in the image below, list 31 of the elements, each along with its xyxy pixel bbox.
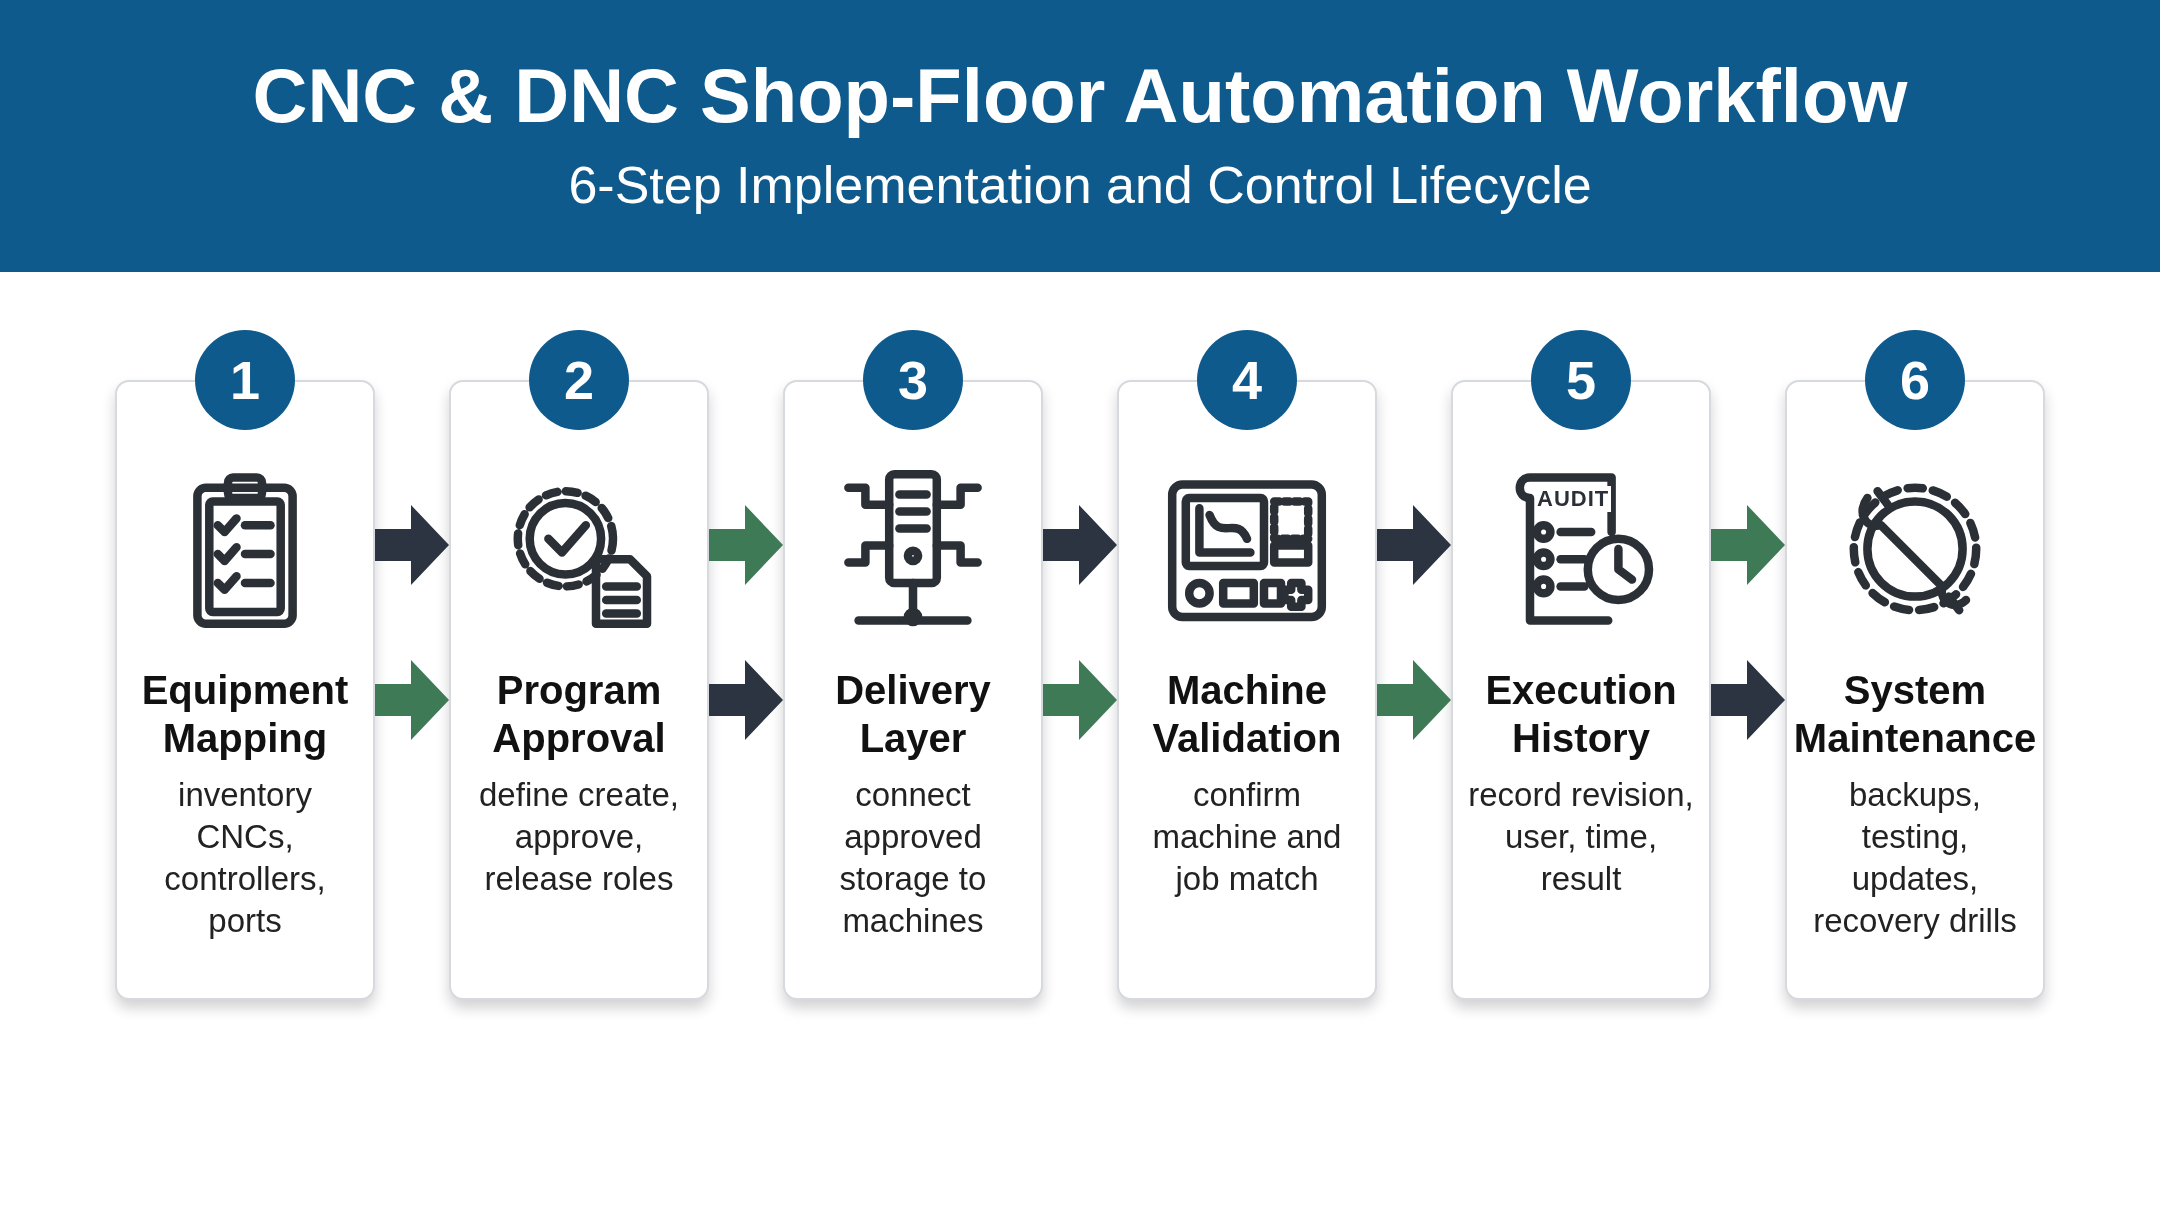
- block-arrow: [1711, 660, 1785, 740]
- step-number-badge: 4: [1197, 330, 1297, 430]
- block-arrow: [1377, 660, 1451, 740]
- step-title: System Maintenance: [1793, 667, 2037, 762]
- block-arrow: [375, 505, 449, 585]
- step-description: backups, testing, updates, recovery drills: [1812, 775, 2018, 941]
- step-title: Equipment Mapping: [140, 667, 350, 762]
- block-arrow: [709, 660, 783, 740]
- step-number-badge: 2: [529, 330, 629, 430]
- block-arrow: [1377, 505, 1451, 585]
- block-arrow: [1043, 660, 1117, 740]
- block-arrow: [709, 505, 783, 585]
- step-number-badge: 6: [1865, 330, 1965, 430]
- icon-caption: AUDIT: [1535, 486, 1612, 512]
- step-description: define create, approve, release roles: [478, 775, 680, 899]
- step-title: Program Approval: [491, 667, 667, 762]
- step-description: confirm machine and job match: [1151, 775, 1343, 899]
- step-number-badge: 3: [863, 330, 963, 430]
- step-description: record revision, user, time, result: [1467, 775, 1695, 899]
- title: CNC & DNC Shop-Floor Automation Workflow: [251, 52, 1909, 139]
- step-number-badge: 5: [1531, 330, 1631, 430]
- subtitle: 6-Step Implementation and Control Lifecycle: [567, 155, 1593, 215]
- step-description: inventory CNCs, controllers, ports: [163, 775, 327, 941]
- step-title: Machine Validation: [1151, 667, 1343, 762]
- block-arrow: [1711, 505, 1785, 585]
- block-arrow: [1043, 505, 1117, 585]
- block-arrow: [375, 660, 449, 740]
- step-title: Delivery Layer: [834, 667, 992, 762]
- step-title: Execution History: [1484, 667, 1678, 762]
- step-number-badge: 1: [195, 330, 295, 430]
- step-description: connect approved storage to machines: [838, 775, 988, 941]
